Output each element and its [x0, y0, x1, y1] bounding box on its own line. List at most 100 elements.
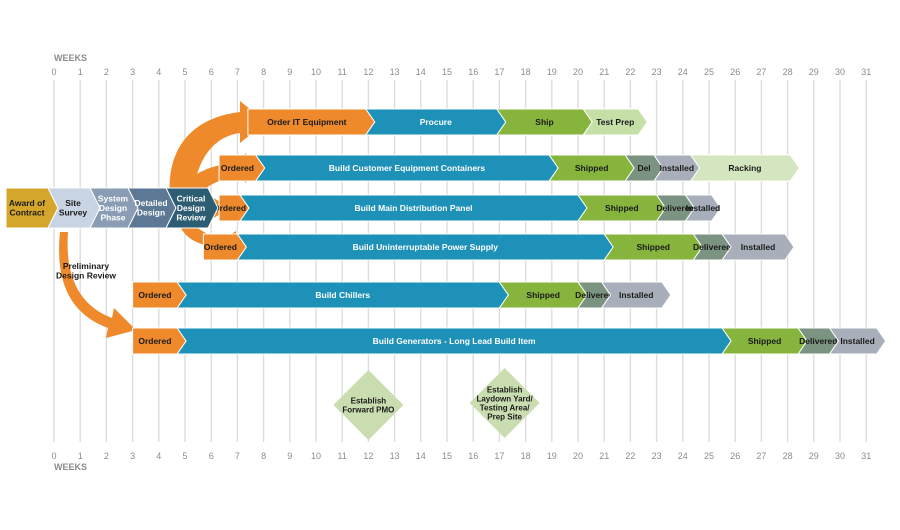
week-tick-label: 27: [756, 451, 766, 461]
week-tick-label: 2: [104, 451, 109, 461]
week-tick-label: 20: [573, 451, 583, 461]
week-tick-label: 2: [104, 67, 109, 77]
week-tick-label: 16: [468, 451, 478, 461]
week-tick-label: 9: [287, 451, 292, 461]
week-tick-label: 13: [390, 67, 400, 77]
preliminary-design-review-text-line: Preliminary: [63, 261, 110, 271]
week-tick-label: 23: [652, 451, 662, 461]
phase-label-line: Survey: [59, 208, 88, 218]
phase-chevron: [165, 187, 219, 229]
segment-label: Installed: [840, 336, 874, 346]
segment-label: Build Generators - Long Lead Build Item: [373, 336, 536, 346]
week-tick-label: 18: [521, 67, 531, 77]
segment-label: Installed: [741, 242, 775, 252]
week-tick-label: 16: [468, 67, 478, 77]
milestone-label-line: Testing Area/: [480, 403, 531, 412]
week-tick-label: 31: [861, 67, 871, 77]
phase-label-line: System: [98, 193, 129, 203]
week-tick-label: 15: [442, 67, 452, 77]
week-tick-label: 11: [338, 451, 347, 461]
week-tick-label: 25: [704, 451, 714, 461]
week-tick-label: 26: [730, 451, 740, 461]
week-tick-label: 18: [521, 451, 531, 461]
week-tick-label: 4: [156, 67, 161, 77]
phase-label-line: Contract: [10, 208, 45, 218]
phase-label-line: Phase: [100, 212, 125, 222]
segment-label: Shipped: [605, 203, 639, 213]
segment-label: Build Uninterruptable Power Supply: [353, 242, 499, 252]
week-tick-label: 0: [51, 451, 56, 461]
week-tick-label: 12: [363, 451, 373, 461]
segment-label: Installed: [619, 290, 653, 300]
segment-label: Ordered: [204, 242, 237, 252]
week-tick-label: 19: [547, 451, 557, 461]
segment-label: Test Prep: [596, 117, 634, 127]
connector-arrow: [59, 232, 136, 338]
week-tick-label: 26: [730, 67, 740, 77]
week-tick-label: 8: [261, 67, 266, 77]
week-tick-label: 22: [625, 451, 635, 461]
phase-label-line: Review: [176, 212, 206, 222]
segment-gray: [721, 233, 795, 261]
week-tick-label: 21: [599, 451, 609, 461]
week-tick-label: 15: [442, 451, 452, 461]
week-tick-label: 17: [494, 67, 504, 77]
segment-gray: [600, 281, 672, 309]
segment-label: Ordered: [213, 203, 246, 213]
week-tick-label: 29: [809, 67, 819, 77]
week-tick-label: 23: [652, 67, 662, 77]
segment-label: Build Chillers: [315, 290, 370, 300]
week-tick-label: 5: [182, 451, 187, 461]
segment-label: Ordered: [221, 163, 254, 173]
segment-label: Delivered: [575, 290, 613, 300]
week-tick-label: 10: [311, 451, 321, 461]
segment-label: Delivered: [693, 242, 731, 252]
segment-label: Shipped: [526, 290, 560, 300]
week-tick-label: 0: [51, 67, 56, 77]
segment-label: Procure: [420, 117, 452, 127]
weeks-label-top: WEEKS: [54, 53, 87, 63]
milestone-label-line: Laydown Yard/: [476, 394, 533, 403]
week-tick-label: 17: [494, 451, 504, 461]
week-tick-label: 4: [156, 451, 161, 461]
week-tick-label: 13: [390, 451, 400, 461]
segment-label: Installed: [660, 163, 694, 173]
segment-label: Racking: [728, 163, 761, 173]
week-tick-label: 31: [861, 451, 871, 461]
week-tick-label: 7: [235, 67, 240, 77]
week-tick-label: 27: [756, 67, 766, 77]
week-tick-label: 10: [311, 67, 321, 77]
segment-label: Delivered: [799, 336, 837, 346]
phase-label-line: Design: [99, 203, 127, 213]
week-tick-label: 9: [287, 67, 292, 77]
week-tick-label: 6: [209, 67, 214, 77]
preliminary-design-review-text-line: Design Review: [56, 271, 116, 281]
phase-label-line: Design: [137, 208, 165, 218]
milestone-label-line: Prep Site: [487, 412, 522, 421]
segment-pale_green: [689, 154, 800, 182]
segment-gray: [684, 194, 722, 222]
week-tick-label: 24: [678, 67, 688, 77]
week-tick-label: 19: [547, 67, 557, 77]
week-tick-label: 22: [625, 67, 635, 77]
week-tick-label: 20: [573, 67, 583, 77]
week-tick-label: 1: [78, 451, 83, 461]
week-tick-label: 8: [261, 451, 266, 461]
segment-label: Shipped: [575, 163, 609, 173]
phase-label-line: Detailed: [134, 198, 167, 208]
milestone-diamond: [469, 368, 540, 438]
milestone-label-line: Forward PMO: [342, 405, 394, 414]
week-tick-label: 6: [209, 451, 214, 461]
